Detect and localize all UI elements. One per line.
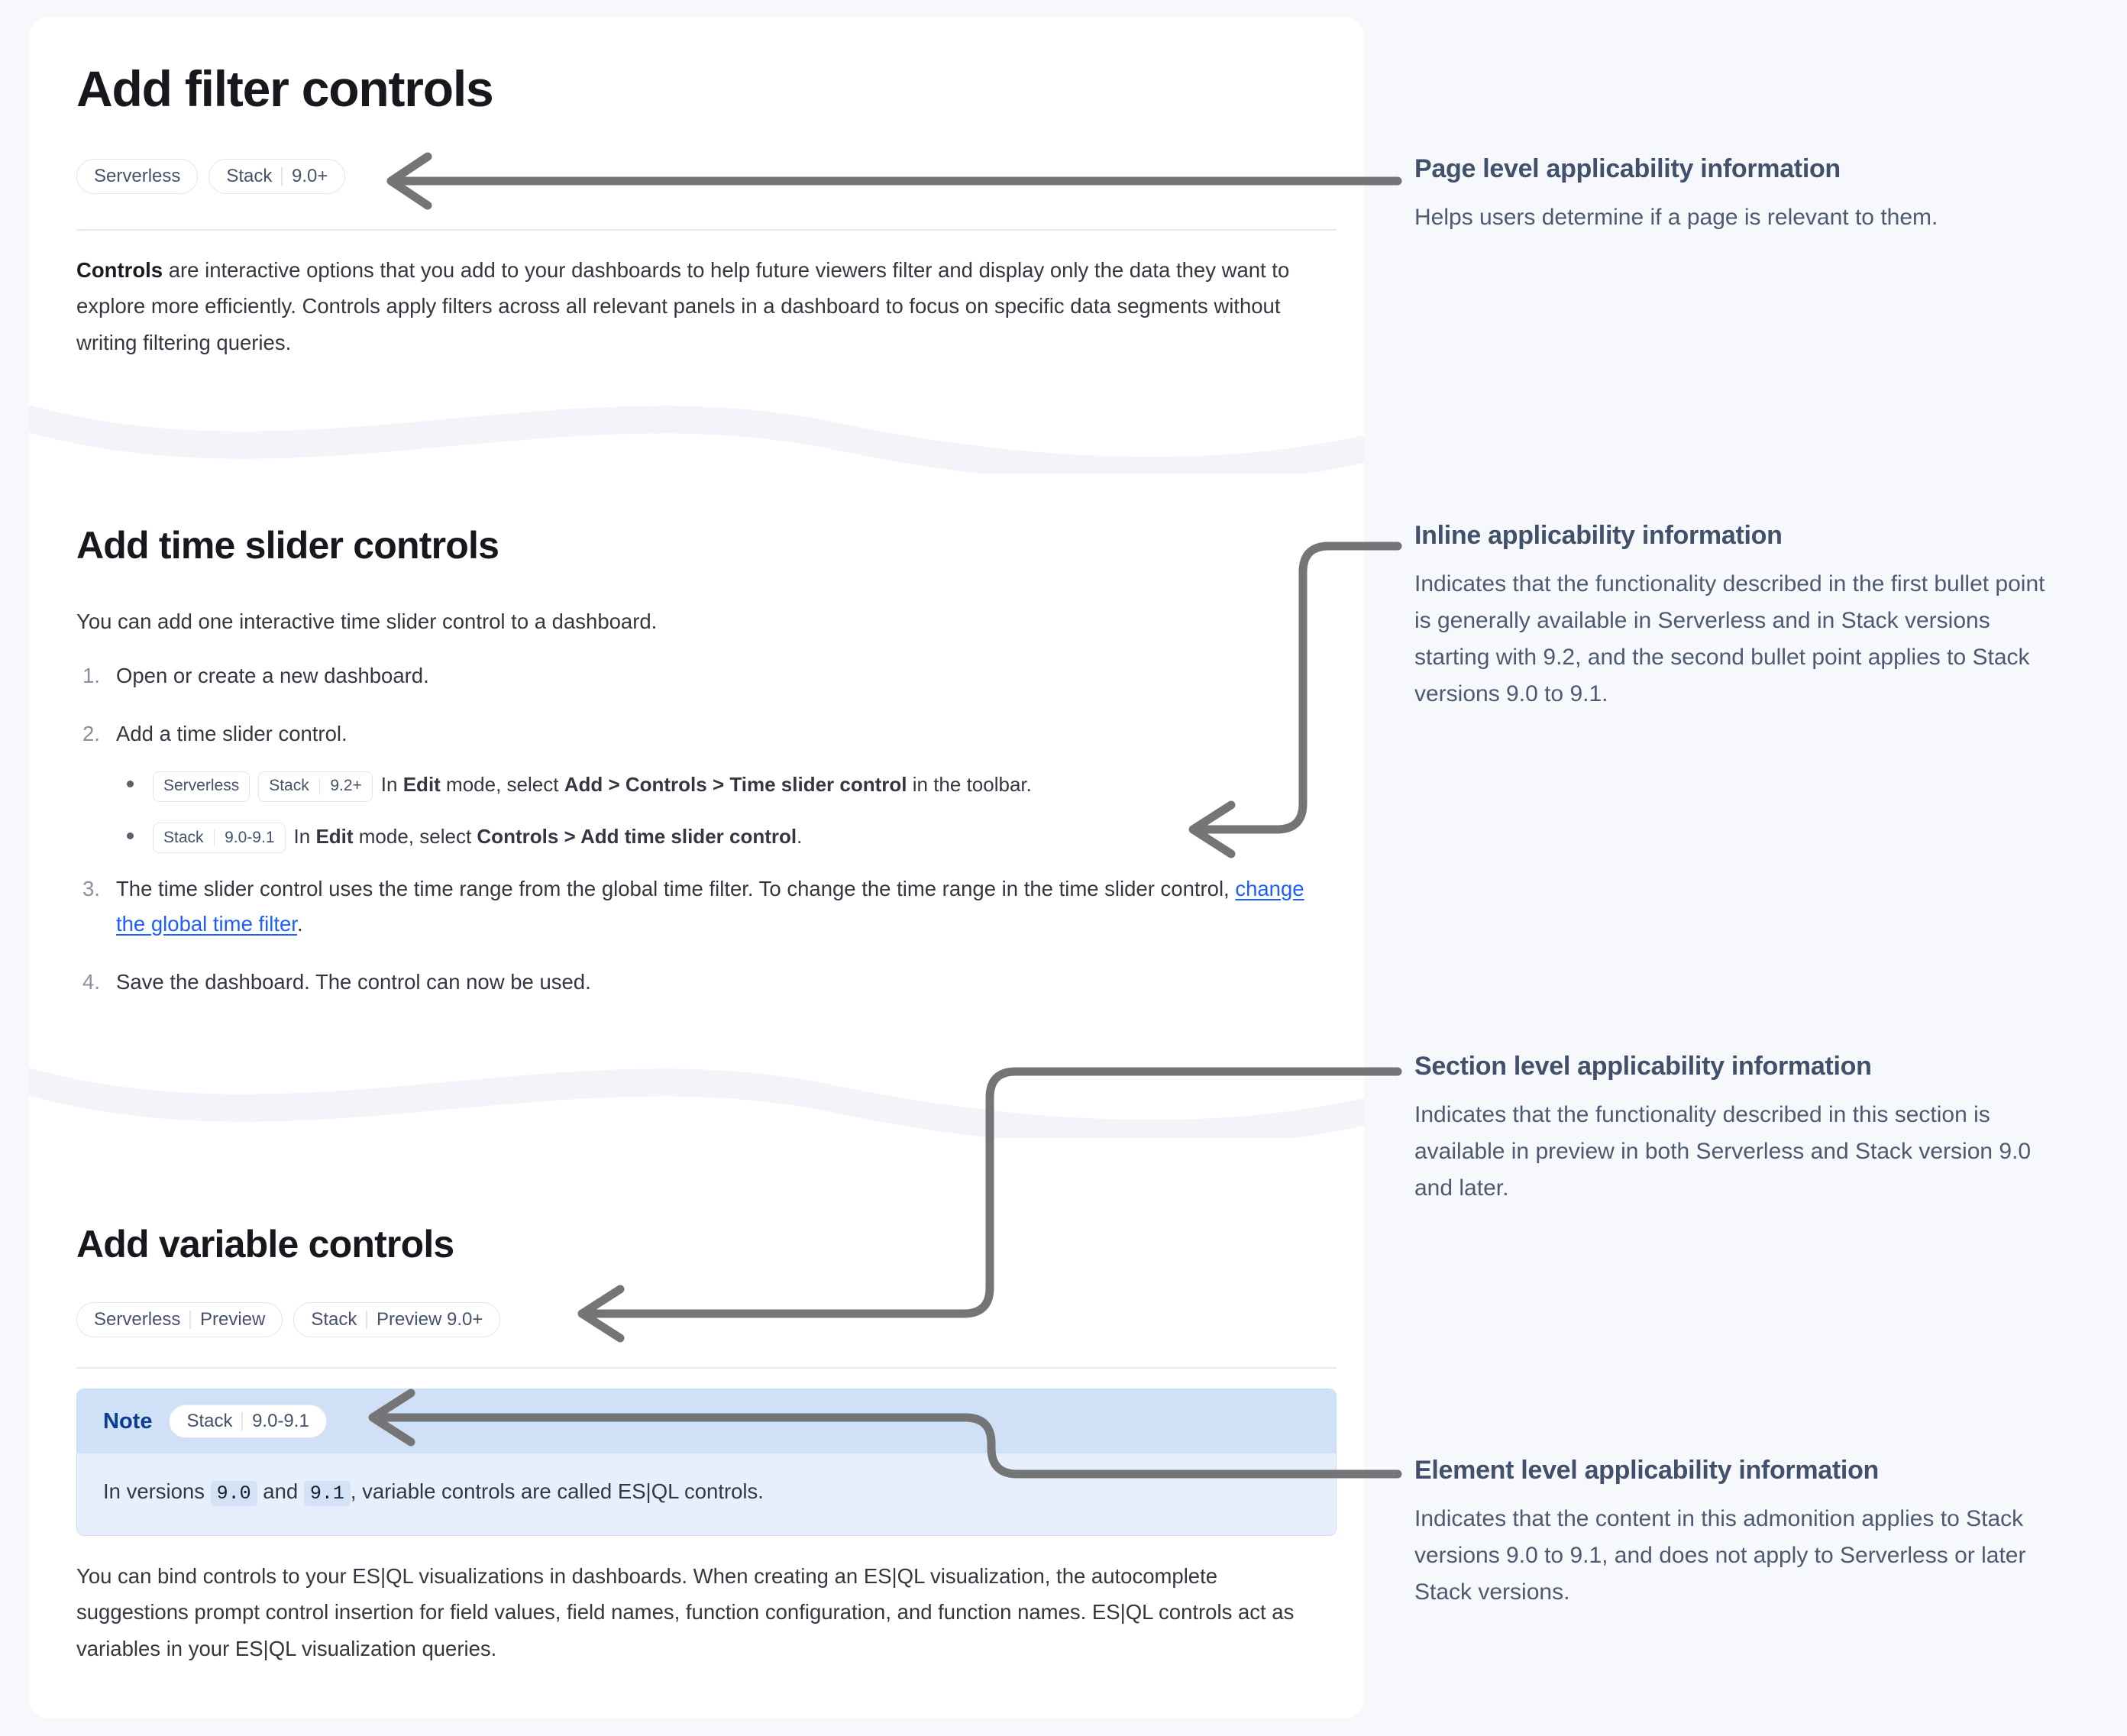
annotation-body: Indicates that the functionality describ… [1414, 1102, 2032, 1201]
bullet-item-serverless-9-2: Serverless Stack 9.2+ In Edit mode, sele… [116, 768, 1337, 802]
step-item-1: 1. Open or create a new dashboard. [76, 658, 1337, 693]
panel-wave-divider-1 [29, 382, 1364, 481]
section-heading-variable-controls: Add variable controls [76, 1223, 454, 1266]
page-title: Add filter controls [76, 60, 494, 117]
step-item-2: 2. Add a time slider control. Serverless… [76, 716, 1337, 853]
note-badge-stack-label: Stack [186, 1411, 233, 1431]
annotation-body: Helps users determine if a page is relev… [1414, 205, 1938, 230]
annotation-element-level: Element level applicability information … [1414, 1456, 2056, 1611]
section-divider-rule [76, 1367, 1337, 1369]
bullet-text-prefix: In [380, 773, 403, 797]
step-number: 4. [82, 970, 100, 994]
intro-rest: are interactive options that you add to … [76, 258, 1290, 354]
annotation-title: Inline applicability information [1414, 521, 1783, 550]
note-label: Note [103, 1408, 153, 1434]
note-code-9-0: 9.0 [210, 1481, 257, 1506]
bullet-text-suffix: . [797, 824, 803, 848]
section-heading-time-slider: Add time slider controls [76, 524, 499, 567]
badge-stack-label: Stack [226, 166, 273, 186]
badge-serverless[interactable]: Serverless [76, 159, 199, 194]
note-text-before: In versions [103, 1479, 211, 1503]
bullet-text-prefix: In [293, 824, 316, 848]
step-number: 2. [82, 722, 100, 746]
inline-tag-stack-version: 9.0-9.1 [225, 828, 275, 846]
inline-tag-stack-version: 9.2+ [330, 777, 362, 795]
badge-stack-version: 9.0+ [292, 166, 328, 186]
note-badge-divider [241, 1412, 244, 1431]
section-level-applicability-badges: Serverless Preview Stack Preview 9.0+ [76, 1302, 501, 1337]
page-level-applicability-badges: Serverless Stack 9.0+ [76, 159, 346, 194]
note-badge-stack-version: 9.0-9.1 [252, 1411, 309, 1431]
step-text: Add a time slider control. [116, 722, 347, 746]
inline-tag-stack-9-2[interactable]: Stack 9.2+ [258, 771, 373, 802]
step-number: 3. [82, 876, 100, 900]
inline-tag-stack-label: Stack [269, 777, 309, 795]
badge-serverless-preview-label: Preview [199, 1309, 266, 1330]
bullet-text-bold-path: Add > Controls > Time slider control [564, 773, 907, 797]
inline-tag-serverless-label: Serverless [163, 777, 240, 795]
annotation-page-level: Page level applicability information Hel… [1414, 154, 2056, 236]
badge-divider [366, 1311, 367, 1329]
badge-stack-label: Stack [311, 1309, 357, 1330]
note-text-after: , variable controls are called ES|QL con… [350, 1479, 764, 1503]
step-text: The time slider control uses the time ra… [116, 876, 1236, 900]
annotation-inline: Inline applicability information Indicat… [1414, 521, 2056, 713]
step-text-after: . [296, 911, 303, 936]
badge-serverless-label: Serverless [94, 166, 181, 186]
panel-wave-divider-2 [29, 1045, 1364, 1144]
note-text-mid: and [257, 1479, 304, 1503]
step-text: Save the dashboard. The control can now … [116, 970, 591, 994]
bullet-text-suffix: in the toolbar. [907, 773, 1032, 797]
badge-divider [189, 1311, 191, 1329]
bullet-dot-icon [127, 832, 134, 839]
bullet-item-stack-9-0-9-1: Stack 9.0-9.1 In Edit mode, select Contr… [116, 820, 1337, 853]
section-intro-time-slider: You can add one interactive time slider … [76, 609, 658, 633]
step-item-4: 4. Save the dashboard. The control can n… [76, 965, 1337, 1000]
badge-stack-preview-version: Preview 9.0+ [376, 1309, 483, 1330]
annotation-body: Indicates that the content in this admon… [1414, 1506, 2026, 1605]
step-item-3: 3. The time slider control uses the time… [76, 871, 1337, 942]
step-number: 1. [82, 664, 100, 687]
annotation-body: Indicates that the functionality describ… [1414, 571, 2045, 706]
inline-tag-divider [213, 829, 215, 846]
note-admonition: Note Stack 9.0-9.1 In versions 9.0 and 9… [76, 1388, 1337, 1536]
badge-serverless-preview[interactable]: Serverless Preview [76, 1302, 283, 1337]
note-admonition-body: In versions 9.0 and 9.1, variable contro… [77, 1453, 1336, 1535]
bullet-text-bold-path: Controls > Add time slider control [477, 824, 797, 848]
badge-serverless-label: Serverless [94, 1309, 181, 1330]
bullet-dot-icon [127, 781, 134, 788]
inline-tag-serverless[interactable]: Serverless [153, 771, 251, 802]
time-slider-steps-list: 1. Open or create a new dashboard. 2. Ad… [76, 658, 1337, 1023]
time-slider-bullet-list: Serverless Stack 9.2+ In Edit mode, sele… [116, 768, 1337, 853]
doc-panel-intro [29, 17, 1364, 414]
inline-tag-stack-9-0-9-1[interactable]: Stack 9.0-9.1 [153, 822, 286, 853]
title-divider-rule [76, 229, 1337, 231]
bullet-text-bold-edit: Edit [315, 824, 354, 848]
note-code-9-1: 9.1 [303, 1481, 351, 1506]
note-badge-stack-9-0-9-1[interactable]: Stack 9.0-9.1 [169, 1405, 327, 1438]
doc-panel-time-slider [29, 474, 1364, 1054]
annotation-title: Section level applicability information [1414, 1052, 1872, 1081]
variable-controls-paragraph: You can bind controls to your ES|QL visu… [76, 1564, 1295, 1660]
badge-stack-preview-9-0-plus[interactable]: Stack Preview 9.0+ [293, 1302, 501, 1337]
intro-paragraph: Controls are interactive options that yo… [76, 252, 1329, 360]
note-admonition-header: Note Stack 9.0-9.1 [77, 1389, 1336, 1453]
bullet-text-bold-edit: Edit [402, 773, 441, 797]
inline-tag-divider [318, 777, 321, 795]
bullet-text-mid: mode, select [440, 773, 564, 797]
bullet-text-mid: mode, select [353, 824, 477, 848]
global-time-filter-link[interactable]: change the global time filter [116, 876, 1304, 936]
badge-stack-9-0-plus[interactable]: Stack 9.0+ [208, 159, 346, 194]
step-text: Open or create a new dashboard. [116, 664, 429, 687]
inline-tag-stack-label: Stack [163, 828, 204, 846]
badge-divider [281, 167, 283, 186]
annotation-section-level: Section level applicability information … [1414, 1052, 2056, 1207]
intro-lead: Controls [76, 258, 163, 282]
annotation-title: Page level applicability information [1414, 154, 1841, 183]
annotation-title: Element level applicability information [1414, 1456, 1880, 1485]
